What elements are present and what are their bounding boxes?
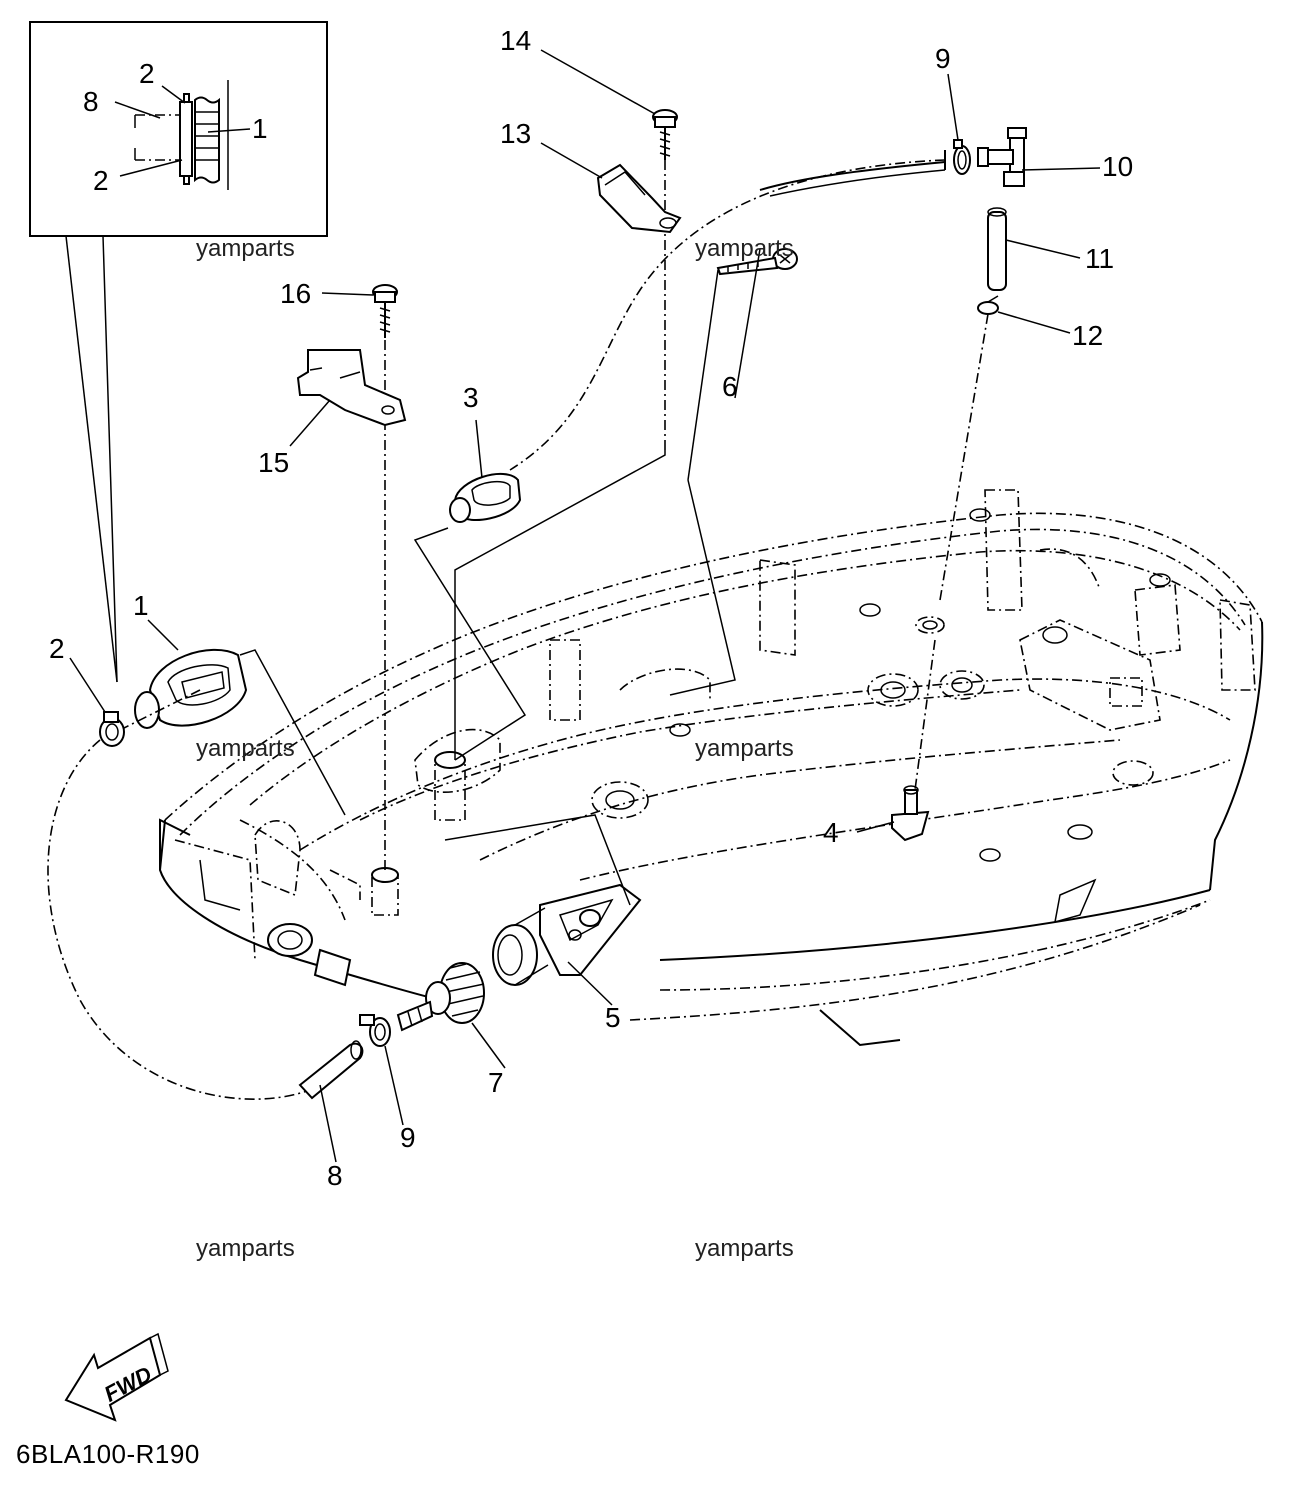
callout-inset-1: 1 bbox=[252, 113, 268, 144]
bottom-cowling bbox=[158, 489, 1264, 1047]
callout-9-bottom: 9 bbox=[400, 1122, 416, 1153]
callout-4: 4 bbox=[823, 817, 839, 848]
watermark-2: yamparts bbox=[695, 235, 794, 262]
tee-joint-10 bbox=[977, 127, 1027, 187]
clip-12 bbox=[977, 295, 999, 315]
grommet-3 bbox=[449, 472, 522, 523]
bracket-13 bbox=[596, 163, 682, 234]
screw-6 bbox=[716, 248, 798, 276]
hose-route bbox=[47, 150, 946, 1100]
bolt-16 bbox=[372, 284, 398, 338]
watermark-3: yamparts bbox=[196, 735, 295, 762]
callout-labels: 2 8 1 2 14 13 9 10 11 12 16 15 3 6 1 2 4… bbox=[49, 25, 1133, 1191]
watermark-5: yamparts bbox=[196, 1235, 295, 1262]
fwd-arrow-icon bbox=[64, 1332, 169, 1422]
callout-5: 5 bbox=[605, 1002, 621, 1033]
watermarks: yamparts yamparts yamparts yamparts yamp… bbox=[196, 235, 794, 1262]
watermark-1: yamparts bbox=[196, 235, 295, 262]
callout-15: 15 bbox=[258, 447, 289, 478]
connector-7 bbox=[396, 962, 485, 1032]
callout-14: 14 bbox=[500, 25, 531, 56]
callout-12: 12 bbox=[1072, 320, 1103, 351]
inset-hose-clamp-drawing bbox=[134, 80, 229, 190]
callout-3: 3 bbox=[463, 382, 479, 413]
watermark-4: yamparts bbox=[695, 735, 794, 762]
callout-9-top: 9 bbox=[935, 43, 951, 74]
cowling-bosses bbox=[591, 573, 1171, 924]
callout-6: 6 bbox=[722, 371, 738, 402]
clamp-2 bbox=[99, 711, 125, 747]
callout-8: 8 bbox=[327, 1160, 343, 1191]
callout-10: 10 bbox=[1102, 151, 1133, 182]
hose-8 bbox=[298, 1040, 364, 1100]
grommet-1 bbox=[134, 649, 248, 729]
watermark-6: yamparts bbox=[695, 1235, 794, 1262]
hose-11 bbox=[987, 207, 1007, 291]
callout-11: 11 bbox=[1085, 243, 1114, 274]
diagram-code: 6BLA100-R190 bbox=[16, 1439, 200, 1469]
clamp-9-top bbox=[953, 139, 971, 175]
callout-inset-2-bottom: 2 bbox=[93, 165, 109, 196]
callout-16: 16 bbox=[280, 278, 311, 309]
bolt-14 bbox=[652, 109, 678, 160]
callout-inset-8: 8 bbox=[83, 86, 99, 117]
clamp-9-bottom bbox=[359, 1014, 391, 1047]
callout-13: 13 bbox=[500, 118, 531, 149]
detail-inset bbox=[29, 21, 328, 683]
callout-2: 2 bbox=[49, 633, 65, 664]
callout-7: 7 bbox=[488, 1067, 504, 1098]
callout-1: 1 bbox=[133, 590, 149, 621]
drain-4 bbox=[891, 785, 930, 842]
cover-5 bbox=[492, 883, 642, 986]
bracket-15 bbox=[296, 349, 407, 427]
callout-inset-2-top: 2 bbox=[139, 58, 155, 89]
